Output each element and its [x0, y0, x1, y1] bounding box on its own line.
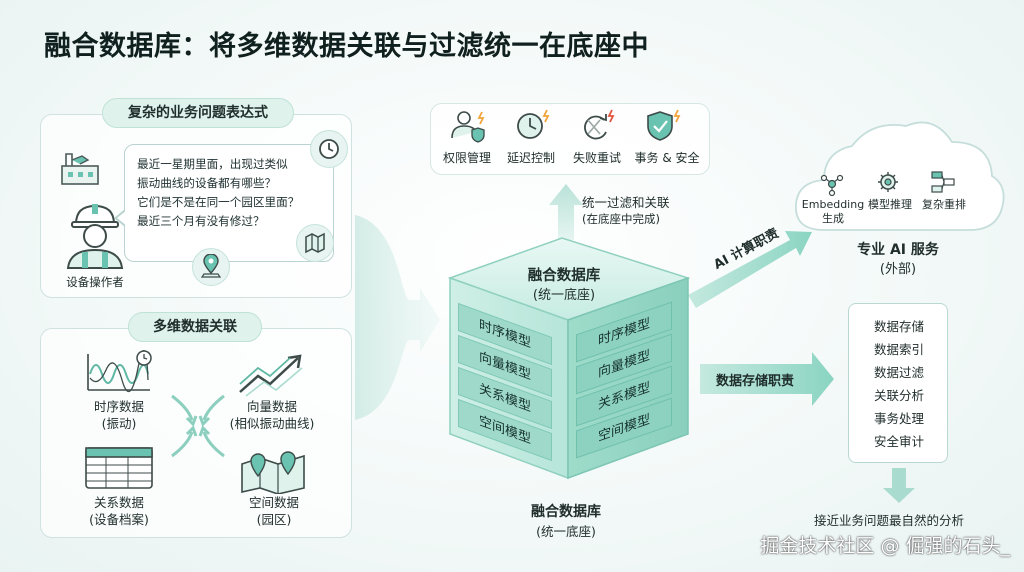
- question-line: 它们是不是在同一个园区里面？: [137, 195, 300, 209]
- timeseries-icon: [87, 350, 152, 393]
- storage-item: 数据过滤: [873, 365, 924, 380]
- arrow-up: [549, 184, 583, 240]
- cube-top-line2: (统一底座): [532, 288, 596, 303]
- item-name: 空间数据: [248, 495, 299, 510]
- relational-table-icon: [85, 447, 153, 489]
- feature-label-retry: 失败重试: [572, 151, 621, 165]
- unified-filter-line1: 统一过滤和关联: [582, 195, 670, 210]
- flow-to-cube: [355, 215, 440, 420]
- factory-icon: [61, 153, 99, 185]
- arrow-down: [883, 468, 915, 503]
- multi-dim-pill: 多维数据关联: [128, 312, 262, 342]
- spatial-label: 空间数据 (园区): [226, 494, 322, 528]
- feature-label-latency: 延迟控制: [506, 151, 555, 165]
- item-name: 时序数据: [93, 399, 144, 414]
- watermark: 掘金技术社区 @ 倔强的石头_: [760, 535, 1010, 557]
- item-sub: (园区): [256, 512, 292, 527]
- natural-analysis-label: 接近业务问题最自然的分析: [814, 513, 965, 528]
- embedding-line2: 生成: [822, 212, 844, 225]
- cube-top-title: 融合数据库 (统一底座): [504, 266, 624, 306]
- embedding-nodes-icon: [820, 174, 844, 196]
- business-question-pill: 复杂的业务问题表达式: [102, 98, 294, 128]
- question-line: 振动曲线的设备都有哪些？: [137, 176, 277, 190]
- arrow-to-storage: [700, 352, 834, 406]
- clock-icon: [319, 139, 339, 159]
- vector-trend-icon: [239, 354, 303, 397]
- rerank-icon: [931, 171, 955, 193]
- ai-service-line1: 专业 AI 服务: [857, 242, 939, 258]
- user-shield-icon: [451, 111, 485, 143]
- question-line: 最近一星期里面，出现过类似: [137, 157, 288, 171]
- relational-label: 关系数据 (设备档案): [76, 494, 162, 528]
- feature-label-permission: 权限管理: [442, 151, 491, 165]
- model-gear-icon: [878, 172, 898, 192]
- spatial-map-icon: [241, 451, 305, 494]
- storage-item: 事务处理: [873, 411, 924, 426]
- map-badge: [296, 224, 334, 262]
- embedding-label: Embedding 生成: [800, 198, 866, 226]
- operator-label: 设备操作者: [66, 275, 124, 289]
- cloud-shape: [795, 121, 1005, 231]
- storage-list-box: 数据存储 数据索引 数据过滤 关联分析 事务处理 安全审计: [848, 303, 948, 463]
- item-name: 关系数据: [93, 495, 144, 510]
- storage-item: 数据存储: [873, 319, 924, 334]
- rerank-label: 复杂重排: [922, 198, 966, 211]
- cube-top-line1: 融合数据库: [527, 268, 601, 284]
- item-sub: (相似振动曲线): [229, 416, 315, 431]
- timeseries-label: 时序数据 (振动): [76, 398, 162, 432]
- question-line: 最近三个月有没有修过？: [137, 214, 265, 228]
- cube-caption-line2: (统一底座): [536, 524, 596, 539]
- retry-icon: [584, 109, 615, 140]
- location-pin-icon: [200, 254, 222, 278]
- cube-caption-line1: 融合数据库: [531, 504, 601, 520]
- cube-caption: 融合数据库 (统一底座): [504, 502, 628, 542]
- converging-arrows-icon: [171, 394, 225, 458]
- storage-arrow-label: 数据存储职责: [716, 374, 795, 389]
- storage-item: 关联分析: [873, 388, 924, 403]
- ai-service-title: 专业 AI 服务 (外部): [828, 240, 968, 280]
- vector-label: 向量数据 (相似振动曲线): [222, 398, 322, 432]
- item-sub: (振动): [101, 416, 137, 431]
- arrow-to-ai: [688, 231, 812, 308]
- model-inference-label: 模型推理: [868, 198, 912, 211]
- map-icon: [305, 232, 325, 254]
- storage-item: 数据索引: [873, 342, 924, 357]
- worker-avatar-icon: [66, 204, 124, 269]
- unified-filter-label: 统一过滤和关联 (在底座中完成): [582, 194, 702, 228]
- shield-check-icon: [647, 109, 681, 141]
- feature-label-transaction: 事务 & 安全: [634, 151, 700, 165]
- ai-service-line2: (外部): [879, 262, 917, 277]
- embedding-line1: Embedding: [801, 198, 865, 211]
- clock-badge: [310, 130, 348, 168]
- storage-item: 安全审计: [873, 434, 924, 449]
- item-name: 向量数据: [246, 399, 297, 414]
- page-title: 融合数据库：将多维数据关联与过滤统一在底座中: [44, 31, 649, 62]
- latency-clock-icon: [517, 109, 550, 139]
- item-sub: (设备档案): [89, 512, 149, 527]
- unified-filter-line2: (在底座中完成): [582, 212, 660, 226]
